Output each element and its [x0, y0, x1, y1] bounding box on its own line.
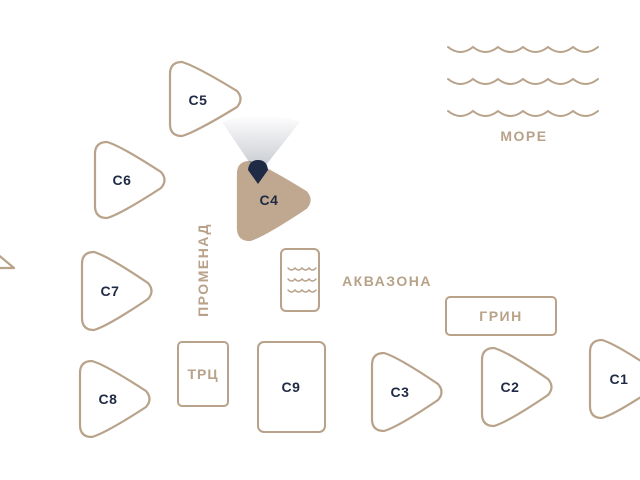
zone-mall[interactable]: ТРЦ — [177, 341, 229, 407]
building-c4[interactable]: С4 — [236, 160, 311, 242]
green-label: ГРИН — [479, 308, 522, 324]
aquazone-icon[interactable] — [280, 248, 320, 312]
building-c6[interactable]: С6 — [93, 140, 166, 220]
building-c1[interactable]: С1 — [588, 338, 640, 420]
zone-green[interactable]: ГРИН — [445, 296, 557, 336]
sea-waves-icon — [447, 45, 599, 117]
building-c3[interactable]: С3 — [370, 351, 443, 433]
building-c9[interactable]: С9 — [257, 341, 326, 433]
aquazone-label: АКВАЗОНА — [342, 273, 432, 289]
mall-label: ТРЦ — [187, 366, 218, 382]
building-c7[interactable]: С7 — [80, 250, 153, 332]
water-waves-icon — [287, 266, 317, 293]
building-c2[interactable]: С2 — [480, 346, 553, 428]
sea-label: МОРЕ — [500, 128, 547, 144]
promenade-label: ПРОМЕНАД — [195, 223, 211, 317]
building-c8[interactable]: С8 — [78, 359, 151, 439]
view-direction-marker-icon — [222, 115, 300, 184]
building-partial-left[interactable] — [0, 248, 16, 270]
